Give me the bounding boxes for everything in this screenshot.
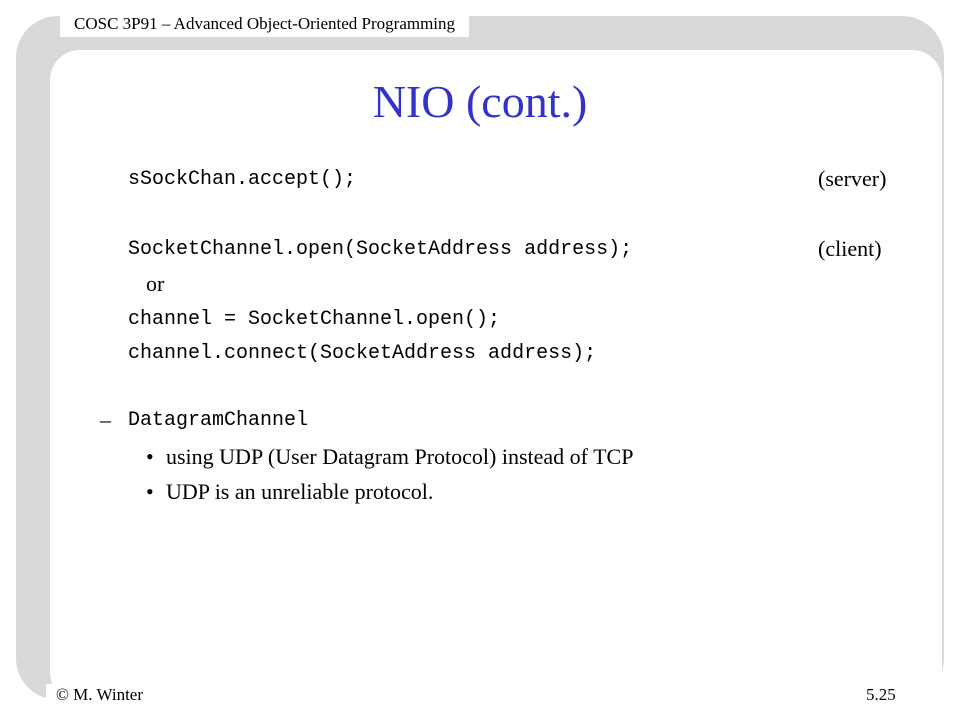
bullet-icon: • (146, 479, 154, 504)
server-code-line: sSockChan.accept(); (128, 168, 357, 191)
server-note: (server) (818, 166, 887, 191)
slide-content-area (50, 50, 942, 702)
client-note: (client) (818, 236, 882, 261)
course-label: COSC 3P91 – Advanced Object-Oriented Pro… (60, 11, 470, 37)
bullet-item-udp-unreliable: • UDP is an unreliable protocol. (146, 478, 433, 506)
footer-author: © M. Winter (46, 684, 153, 706)
slide-title: NIO (cont.) (372, 76, 588, 127)
slide-frame (16, 16, 944, 702)
channel-connect-line: channel.connect(SocketAddress address); (128, 342, 597, 365)
footer-page-number: 5.25 (858, 684, 904, 706)
dash-marker: – (100, 407, 111, 432)
bullet-icon: • (146, 444, 154, 469)
bullet-item-udp-protocol: • using UDP (User Datagram Protocol) ins… (146, 443, 633, 471)
client-code-line: SocketChannel.open(SocketAddress address… (128, 238, 633, 261)
or-separator: or (146, 271, 165, 296)
bullet-text: UDP is an unreliable protocol. (166, 479, 434, 504)
bullet-text: using UDP (User Datagram Protocol) inste… (166, 444, 634, 469)
datagram-channel-label: DatagramChannel (128, 409, 309, 432)
channel-open-line: channel = SocketChannel.open(); (128, 308, 501, 331)
